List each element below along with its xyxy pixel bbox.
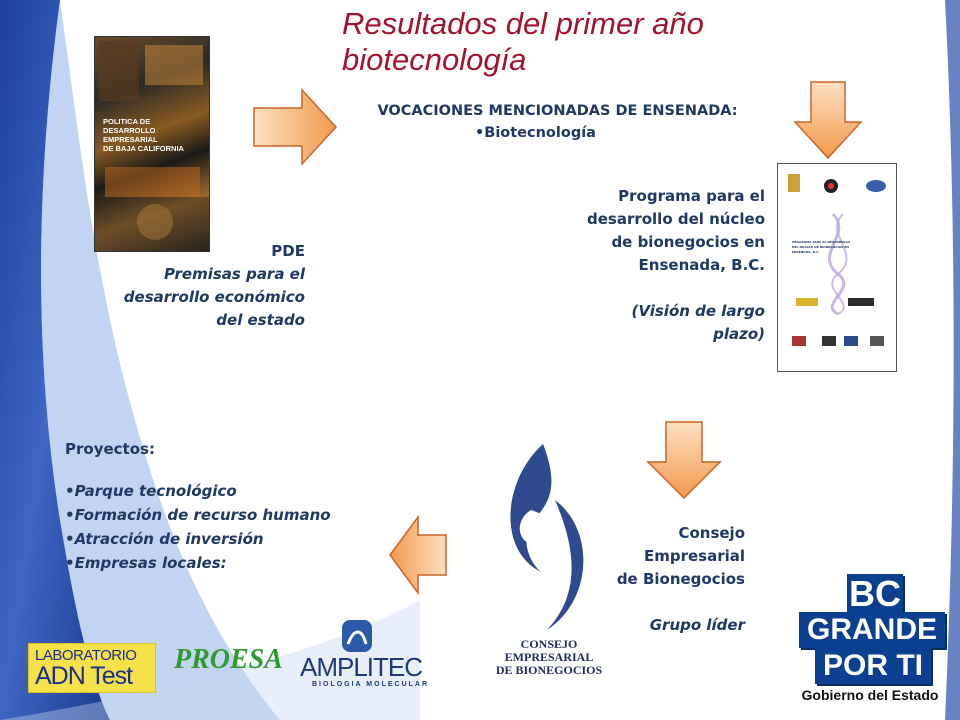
pde-caption-line2: desarrollo económico bbox=[123, 288, 305, 306]
amplitec-logo: AMPLITEC bbox=[300, 652, 423, 682]
vocaciones-title: VOCACIONES MENCIONADAS DE ENSENADA: bbox=[377, 103, 738, 119]
adn-test-logo: LABORATORIO ADN Test bbox=[28, 643, 156, 693]
consejo-logo-line3: DE BIONEGOCIOS bbox=[495, 663, 603, 677]
programa-note-line2: plazo) bbox=[713, 325, 765, 343]
programa-cover: PROGRAMA PARA EL DESARROLLO DEL NUCLEO D… bbox=[777, 163, 897, 372]
proyectos-title: Proyectos: bbox=[65, 440, 155, 458]
vocaciones-item: •Biotecnología bbox=[475, 125, 596, 141]
pde-cover-line4: DE BAJA CALIFORNIA bbox=[103, 144, 184, 153]
bc-logo-line1: BC bbox=[847, 573, 903, 614]
programa-line1: Programa para el bbox=[618, 187, 765, 205]
adn-logo-top: LABORATORIO bbox=[35, 647, 137, 664]
consejo-logo-text: CONSEJO EMPRESARIAL DE BIONEGOCIOS bbox=[486, 638, 612, 677]
bc-logo-line4: Gobierno del Estado bbox=[801, 687, 939, 703]
bc-grande-por-ti-logo: BC GRANDE POR TI Gobierno del Estado bbox=[795, 572, 950, 712]
pde-cover-text: POLITICA DE DESARROLLO EMPRESARIAL DE BA… bbox=[103, 117, 203, 153]
pde-label: PDE bbox=[271, 242, 305, 260]
arrow-down-icon bbox=[793, 81, 863, 160]
programa-caption: Programa para el desarrollo del núcleo d… bbox=[540, 185, 765, 346]
proyectos-item: Atracción de inversión bbox=[65, 527, 395, 551]
proyectos-item: Formación de recurso humano bbox=[65, 503, 395, 527]
arrow-left-icon bbox=[389, 515, 447, 595]
amplitec-emblem-icon bbox=[342, 620, 372, 652]
proyectos-item: Empresas locales: bbox=[65, 551, 395, 575]
programa-line2: desarrollo del núcleo bbox=[586, 210, 765, 228]
pde-cover-line3: EMPRESARIAL bbox=[103, 135, 158, 144]
proesa-logo: PROESA bbox=[174, 644, 283, 675]
consejo-symbol-icon bbox=[510, 444, 584, 630]
proyectos-item: Parque tecnológico bbox=[65, 479, 395, 503]
bc-logo-line2: GRANDE bbox=[799, 612, 945, 648]
vocaciones-block: VOCACIONES MENCIONADAS DE ENSENADA: •Bio… bbox=[345, 100, 770, 144]
amplitec-logo-subtitle: BIOLOGIA MOLECULAR bbox=[312, 681, 430, 688]
consejo-line2: Empresarial bbox=[643, 547, 745, 565]
pde-cover-line2: DESARROLLO bbox=[103, 126, 156, 135]
pde-caption: PDE Premisas para el desarrollo económic… bbox=[70, 240, 305, 332]
consejo-line1: Consejo bbox=[678, 524, 745, 542]
consejo-logo-line1: CONSEJO bbox=[520, 637, 578, 651]
pde-cover-line1: POLITICA DE bbox=[103, 117, 151, 126]
proyectos-block: Proyectos: Parque tecnológico Formación … bbox=[65, 437, 395, 575]
pde-caption-line3: del estado bbox=[216, 311, 305, 329]
slide-title-line1: Resultados del primer año bbox=[342, 6, 704, 41]
consejo-caption: Consejo Empresarial de Bionegocios Grupo… bbox=[585, 522, 745, 637]
adn-logo-bottom: ADN Test bbox=[35, 662, 133, 690]
slide-title: Resultados del primer año biotecnología bbox=[342, 6, 942, 78]
pde-caption-line1: Premisas para el bbox=[164, 265, 305, 283]
industrial-photo-collage bbox=[95, 41, 209, 251]
arrow-down-icon-2 bbox=[646, 421, 722, 500]
programa-line3: de bionegocios en bbox=[611, 233, 765, 251]
programa-note-line1: (Visión de largo bbox=[631, 302, 765, 320]
programa-cover-art bbox=[788, 174, 886, 346]
bc-logo-line3: POR TI bbox=[815, 648, 931, 684]
programa-cover-heading: PROGRAMA PARA EL DESARROLLO DEL NUCLEO D… bbox=[792, 240, 850, 254]
pde-book-cover: POLITICA DE DESARROLLO EMPRESARIAL DE BA… bbox=[95, 37, 209, 251]
slide-title-line2: biotecnología bbox=[342, 42, 527, 77]
proyectos-list: Parque tecnológico Formación de recurso … bbox=[65, 479, 395, 575]
consejo-role: Grupo líder bbox=[649, 616, 745, 634]
arrow-right-icon bbox=[253, 88, 338, 166]
consejo-line3: de Bionegocios bbox=[616, 570, 745, 588]
consejo-logo-line2: EMPRESARIAL bbox=[504, 650, 594, 664]
programa-line4: Ensenada, B.C. bbox=[638, 256, 765, 274]
